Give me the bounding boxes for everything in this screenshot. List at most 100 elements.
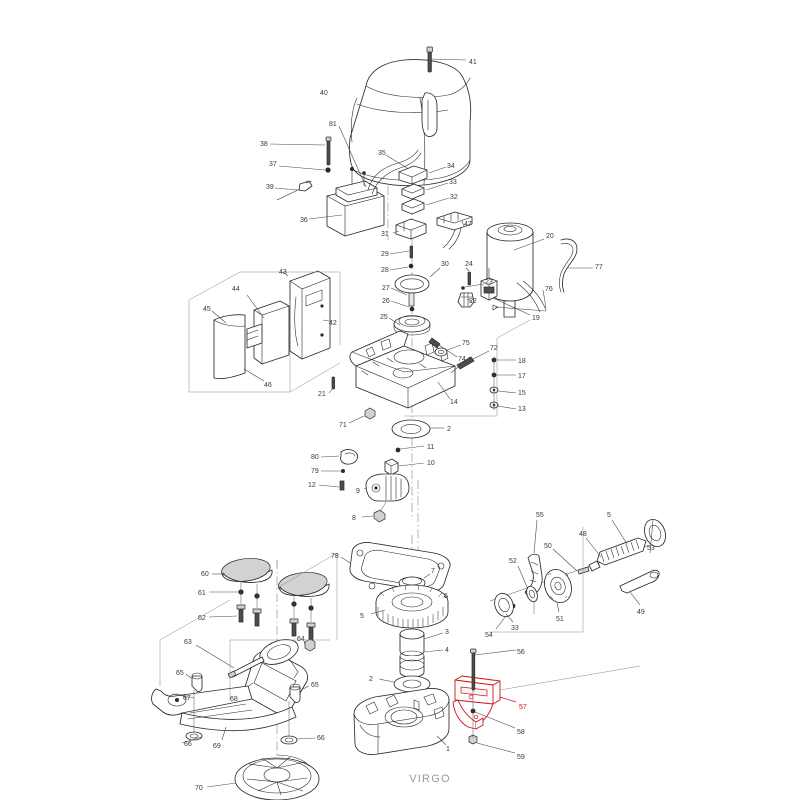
callout-43: 43 (279, 269, 287, 276)
part-64-nut (303, 638, 316, 652)
part-50-pin (552, 548, 590, 575)
part-49-arm (619, 569, 660, 606)
part-31-connector (392, 218, 427, 240)
part-47-connector (436, 211, 473, 250)
callout-49: 49 (637, 609, 645, 616)
part-79-washer (321, 469, 345, 473)
callout-33: 33 (449, 179, 457, 186)
callout-60: 60 (201, 571, 209, 578)
callout-47: 47 (464, 221, 472, 228)
callout-56: 56 (517, 649, 525, 656)
callout-66: 66 (184, 741, 192, 748)
part-33-clamp (401, 182, 449, 200)
part-76-cable (492, 289, 547, 312)
callout-17: 17 (518, 373, 526, 380)
callout-79: 79 (311, 468, 319, 475)
part-70-fan-wheel (206, 754, 320, 800)
part-39-cable-tie (274, 180, 313, 201)
callout-65-right: 65 (311, 682, 319, 689)
callout-42: 42 (329, 320, 337, 327)
fastener-column-right (489, 357, 517, 410)
callout-5-worm: 5 (607, 512, 611, 519)
guide-box-b (276, 552, 338, 589)
part-61-62-fasteners (208, 581, 316, 641)
callout-22: 22 (469, 298, 477, 305)
callout-21: 21 (318, 391, 326, 398)
callout-30: 30 (441, 261, 449, 268)
callout-61: 61 (198, 590, 206, 597)
guide-line-right (499, 665, 641, 691)
part-48-worm (585, 519, 647, 572)
callout-66-right: 66 (317, 735, 325, 742)
part-38-pin (269, 136, 332, 166)
callout-31: 31 (381, 231, 389, 238)
callout-10: 10 (427, 460, 435, 467)
part-8-screw (361, 501, 387, 523)
callout-7: 7 (431, 568, 435, 575)
callout-53: 53 (647, 545, 655, 552)
part-36-transformer (326, 167, 385, 237)
part-56-bolt (470, 648, 517, 691)
part-33-bearing-left (494, 592, 514, 623)
callout-64: 64 (297, 636, 305, 643)
part-77-hook (559, 238, 593, 293)
callout-2-lower: 2 (369, 676, 373, 683)
part-12-screw (318, 480, 345, 491)
part-14-base-plate (349, 330, 471, 409)
callout-39: 39 (266, 184, 274, 191)
callout-44: 44 (232, 286, 240, 293)
callout-74: 74 (458, 356, 466, 363)
part-10-bushing (384, 458, 425, 476)
callout-38: 38 (260, 141, 268, 148)
part-26-ball (390, 300, 415, 312)
part-75-washer (434, 344, 462, 357)
callout-54: 54 (485, 632, 493, 639)
part-21-pin (328, 376, 335, 394)
part-37-washer (278, 165, 331, 173)
part-67-69-arm-lower (151, 685, 297, 741)
part-57-highlighted-bracket[interactable] (452, 675, 517, 730)
part-34-clamp (398, 165, 447, 185)
part-6-gear (370, 584, 449, 629)
leader-36 (308, 214, 343, 220)
callout-5: 5 (360, 613, 364, 620)
callout-50: 50 (544, 543, 552, 550)
watermark-virgo: VIRGO (409, 773, 450, 785)
part-29-pin (389, 245, 413, 259)
callout-52: 52 (509, 558, 517, 565)
callout-65: 65 (176, 670, 184, 677)
part-32-clamp (401, 197, 450, 215)
callout-12: 12 (308, 482, 316, 489)
part-81-wire (338, 125, 422, 195)
part-43-cover (282, 270, 331, 360)
callout-70: 70 (195, 785, 203, 792)
callout-51: 51 (556, 616, 564, 623)
callout-labels: 41 40 81 38 37 35 39 36 34 33 32 31 47 2… (176, 59, 655, 792)
callout-36: 36 (300, 217, 308, 224)
callout-57: 57 (519, 704, 527, 711)
callout-27: 27 (382, 285, 390, 292)
callout-46: 46 (264, 382, 272, 389)
callout-75: 75 (462, 340, 470, 347)
part-41-screw (426, 46, 467, 73)
part-53-bearing-right (644, 518, 666, 554)
callout-45: 45 (203, 306, 211, 313)
callout-28: 28 (381, 267, 389, 274)
part-65-66-bushings (181, 672, 316, 745)
callout-34: 34 (447, 163, 455, 170)
callout-26: 26 (382, 298, 390, 305)
part-60-pedal-left (212, 558, 273, 583)
callout-8: 8 (352, 515, 356, 522)
callout-33-lower: 33 (511, 625, 519, 632)
callout-1: 1 (446, 746, 450, 753)
part-30-oring (394, 267, 441, 294)
part-27-shaft (390, 287, 415, 307)
callout-15: 15 (518, 390, 526, 397)
callout-3: 3 (445, 629, 449, 636)
part-24-pin (465, 267, 471, 286)
callout-23: 23 (485, 279, 493, 286)
perspective-guides (188, 271, 584, 700)
callout-81: 81 (329, 121, 337, 128)
callout-41: 41 (469, 59, 477, 66)
